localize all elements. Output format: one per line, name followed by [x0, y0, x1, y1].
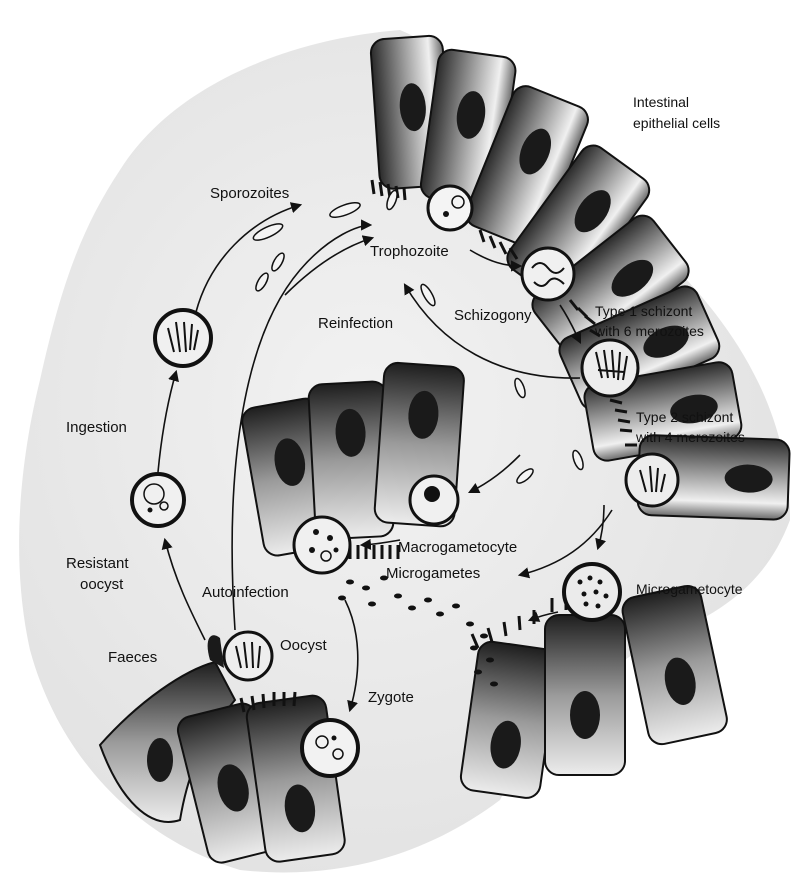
- label-macrogametocyte: Macrogametocyte: [398, 539, 517, 556]
- label-microgametes: Microgametes: [386, 565, 480, 582]
- label-trophozoite: Trophozoite: [370, 243, 449, 260]
- label-type1-line1: Type 1 schizont: [595, 303, 692, 319]
- label-oocyst: Oocyst: [280, 637, 328, 654]
- label-type2-line2: with 4 merozoites: [635, 429, 745, 445]
- type1-schizont-in-cell: [582, 340, 638, 396]
- label-reinfection: Reinfection: [318, 315, 393, 332]
- oocyst: [224, 632, 272, 680]
- label-sporozoites: Sporozoites: [210, 185, 289, 202]
- label-type1-line2: with 6 merozoites: [594, 323, 704, 339]
- trophozoite-in-cell: [428, 186, 472, 230]
- zygote: [302, 720, 358, 776]
- microgametocyte: [564, 564, 620, 620]
- ingested-oocyst: [155, 310, 211, 366]
- macrogametocyte-cell-upper: [410, 476, 458, 524]
- type2-schizont-in-cell: [626, 454, 678, 506]
- label-intestinal-line1: Intestinal: [633, 94, 689, 110]
- label-type2-line1: Type 2 schizont: [636, 409, 733, 425]
- label-zygote: Zygote: [368, 689, 414, 706]
- macrogametocyte: [294, 517, 350, 573]
- label-resistant-line1: Resistant: [66, 555, 129, 572]
- label-faeces: Faeces: [108, 649, 157, 666]
- label-microgametocyte: Microgametocyte: [636, 581, 743, 597]
- label-ingestion: Ingestion: [66, 419, 127, 436]
- resistant-oocyst: [132, 474, 184, 526]
- label-resistant-line2: oocyst: [80, 576, 124, 593]
- label-schizogony: Schizogony: [454, 307, 532, 324]
- label-intestinal-line2: epithelial cells: [633, 115, 720, 131]
- label-autoinfection: Autoinfection: [202, 584, 289, 601]
- schizont-early-in-cell: [522, 248, 574, 300]
